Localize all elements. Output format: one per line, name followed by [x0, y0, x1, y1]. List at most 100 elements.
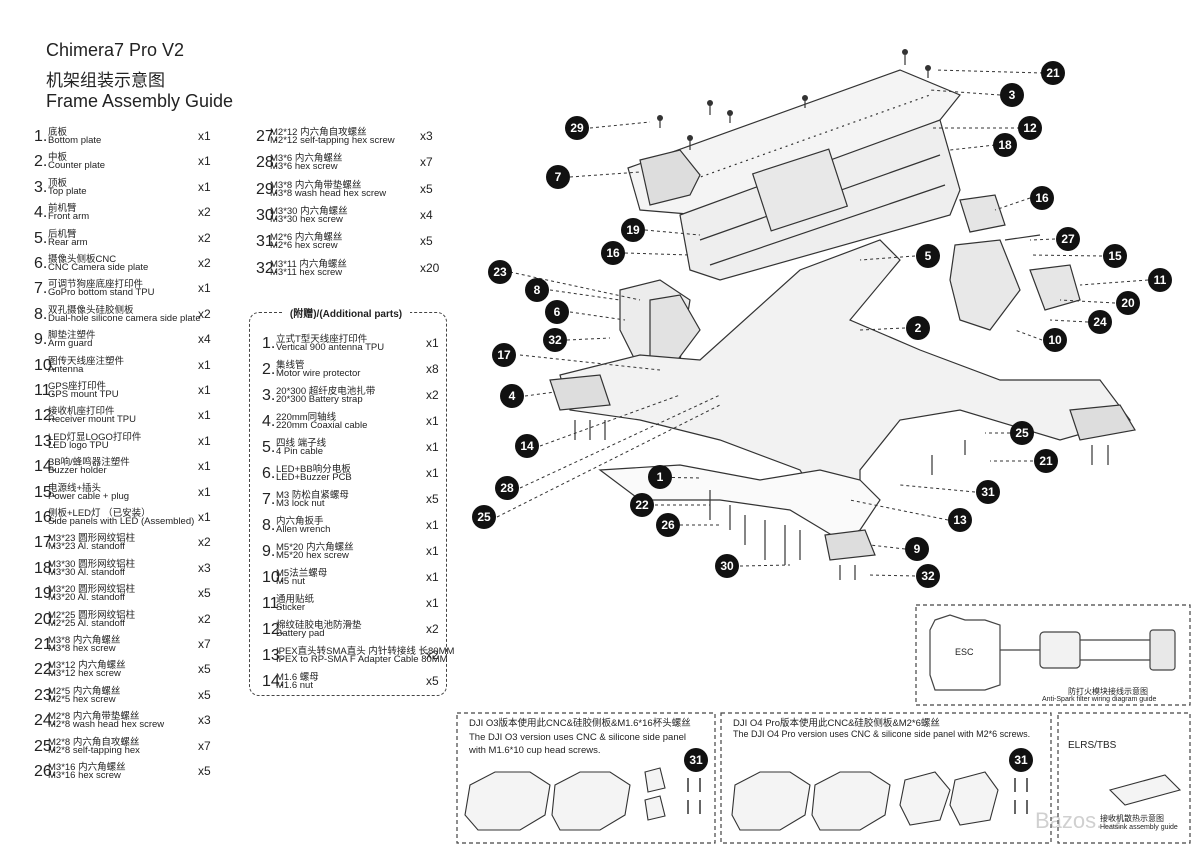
- part-name-cn: 中板: [48, 152, 68, 164]
- part-name-cn: M2*25 圆形网纹铝柱: [48, 609, 136, 621]
- part-quantity: x1: [198, 510, 211, 524]
- part-number: 8.: [34, 305, 48, 323]
- part-quantity: x1: [198, 179, 211, 194]
- callout-marker: 13: [948, 508, 972, 532]
- part-name-cn: 侧板+LED灯 （已安装）: [48, 508, 151, 519]
- part-name-cn: M3*8 内六角带垫螺丝: [270, 179, 362, 191]
- part-name-en: Antenna: [48, 363, 84, 375]
- part-number: 2.: [34, 153, 48, 171]
- part-number: 11.: [34, 382, 56, 399]
- callout-marker: 15: [1103, 244, 1127, 268]
- part-number: 4.: [262, 413, 276, 430]
- callout-marker: 16: [601, 241, 625, 265]
- part-number: 14.: [262, 673, 285, 690]
- part-name-cn: 双孔摄像头硅胶侧板: [48, 304, 134, 316]
- part-quantity: x3: [420, 129, 433, 143]
- part-quantity: x3: [198, 713, 211, 728]
- callout-marker: 31: [976, 480, 1000, 504]
- part-name-cn: M3*30 内六角螺丝: [270, 205, 348, 217]
- part-name-cn: M3*12 内六角螺丝: [48, 660, 126, 672]
- part-quantity: x1: [426, 414, 439, 428]
- callout-marker: 31: [684, 748, 708, 772]
- title-cn: 机架组装示意图: [46, 71, 165, 90]
- part-name-en: Motor wire protector: [276, 368, 361, 379]
- part-name-en: M1.6 nut: [276, 680, 313, 691]
- part-name-en: Sticker: [276, 602, 306, 613]
- part-name-cn: 脚垫注塑件: [48, 330, 96, 342]
- part-name-cn: 后机臂: [48, 228, 77, 240]
- part-name-en: M2*12 self-tapping hex screw: [270, 135, 395, 146]
- part-quantity: x5: [426, 492, 439, 506]
- part-name-en: Counter plate: [48, 160, 106, 172]
- part-number: 17.: [34, 534, 57, 552]
- part-number: 14.: [34, 458, 57, 476]
- part-number: 4.: [34, 204, 48, 222]
- part-number: 23.: [34, 686, 57, 704]
- part-name-en: IPEX to RP-SMA F Adapter Cable 80MM: [276, 654, 448, 665]
- part-number: 27.: [256, 128, 279, 145]
- part-item: 16.侧板+LED灯 （已安装）Side panels with LED (As…: [34, 505, 224, 531]
- part-quantity: x7: [198, 637, 211, 651]
- part-number: 6.: [34, 255, 48, 272]
- callout-marker: 8: [525, 278, 549, 302]
- callout-marker: 1: [648, 465, 672, 489]
- part-name-cn: M3*6 内六角螺丝: [270, 153, 343, 165]
- part-name-cn: 内六角扳手: [276, 516, 324, 527]
- part-name-cn: BB响/蜂鸣器注塑件: [48, 457, 130, 469]
- part-name-cn: M2*5 内六角螺丝: [48, 685, 121, 697]
- part-number: 6.: [262, 465, 276, 482]
- part-name-en: M3*11 hex screw: [270, 266, 343, 278]
- part-number: 19.: [34, 585, 57, 603]
- part-name-cn: 底板: [48, 127, 68, 138]
- part-number: 18.: [34, 559, 57, 577]
- callout-marker: 30: [715, 554, 739, 578]
- part-quantity: x5: [426, 674, 439, 688]
- part-name-cn: 立式T型天线座打印件: [276, 334, 368, 345]
- part-name-cn: M3*20 圆形网纹铝柱: [48, 584, 136, 596]
- callout-marker: 24: [1088, 310, 1112, 334]
- esc-label: ESC: [955, 647, 974, 657]
- part-name-en: 20*300 Battery strap: [276, 394, 363, 405]
- part-name-cn: M3*8 内六角螺丝: [48, 635, 121, 646]
- part-name-en: Arm guard: [48, 338, 93, 350]
- part-number: 32.: [256, 259, 279, 277]
- part-name-en: Allen wrench: [276, 524, 331, 535]
- o3-caption-en2: with M1.6*10 cup head screws.: [469, 745, 601, 756]
- part-name-cn: 220mm同轴线: [276, 412, 337, 423]
- part-name-en: Side panels with LED (Assembled): [48, 516, 195, 527]
- callout-marker: 25: [1010, 421, 1034, 445]
- part-quantity: x1: [198, 408, 211, 423]
- callout-marker: 25: [472, 505, 496, 529]
- part-name-en: M3*16 hex screw: [48, 770, 121, 781]
- part-quantity: x2: [198, 256, 211, 270]
- part-number: 26.: [34, 763, 57, 780]
- part-name-en: M3*30 Al. standoff: [48, 566, 125, 578]
- part-name-en: M3*23 Al. standoff: [48, 541, 125, 553]
- callout-marker: 16: [1030, 186, 1054, 210]
- part-number: 12.: [34, 407, 57, 425]
- part-quantity: x5: [420, 234, 433, 249]
- part-name-cn: 四线 端子线: [276, 438, 327, 449]
- part-number: 3.: [34, 178, 48, 196]
- part-name-en: GoPro bottom stand TPU: [48, 287, 155, 299]
- callout-marker: 14: [515, 434, 539, 458]
- part-quantity: x1: [426, 544, 439, 558]
- part-quantity: x20: [420, 260, 440, 275]
- part-quantity: x1: [426, 336, 439, 350]
- part-name-en: GPS mount TPU: [48, 389, 119, 400]
- part-name-en: Rear arm: [48, 236, 88, 248]
